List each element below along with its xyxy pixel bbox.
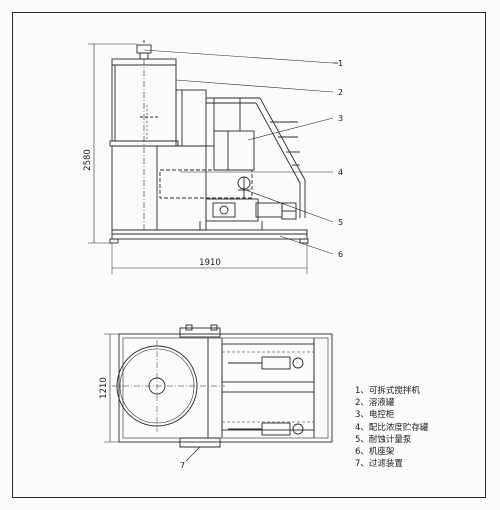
plan-outline bbox=[118, 333, 333, 443]
base-frame bbox=[109, 221, 309, 244]
legend-item: 7、过滤装置 bbox=[355, 459, 403, 470]
callout-5: 5 bbox=[338, 218, 343, 227]
dim-width-1910: 1910 bbox=[199, 258, 221, 268]
callout-2: 2 bbox=[338, 88, 343, 97]
legend-item: 3、电控柜 bbox=[355, 410, 395, 421]
dim-height-2580: 2580 bbox=[83, 149, 93, 171]
callout-6: 6 bbox=[338, 250, 343, 259]
stair-railing bbox=[206, 97, 306, 218]
callout-3: 3 bbox=[338, 114, 343, 123]
parts-legend: 1、可拆式搅拌机 2、溶液罐 3、电控柜 4、配比浓度贮存罐 5、耐蚀计量泵 6… bbox=[355, 385, 475, 470]
mixer-motor bbox=[136, 44, 152, 54]
legend-item: 4、配比浓度贮存罐 bbox=[355, 422, 429, 433]
callout-1: 1 bbox=[338, 59, 343, 68]
plan-view bbox=[104, 324, 333, 462]
legend-item: 6、机座架 bbox=[355, 447, 395, 458]
legend-item: 1、可拆式搅拌机 bbox=[355, 386, 420, 396]
callout-4: 4 bbox=[338, 168, 343, 177]
callout-labels: 1 2 3 4 5 6 7 bbox=[180, 59, 343, 470]
legend-item: 5、耐蚀计量泵 bbox=[355, 434, 412, 445]
sheet-border bbox=[12, 12, 486, 498]
callout-7: 7 bbox=[180, 461, 185, 470]
legend-item: 2、溶液罐 bbox=[355, 398, 395, 409]
metering-pump bbox=[205, 176, 297, 222]
storage-tank bbox=[111, 145, 207, 231]
control-cabinet bbox=[213, 130, 255, 171]
dim-depth-1210: 1210 bbox=[99, 377, 109, 399]
side-elevation bbox=[88, 40, 338, 274]
